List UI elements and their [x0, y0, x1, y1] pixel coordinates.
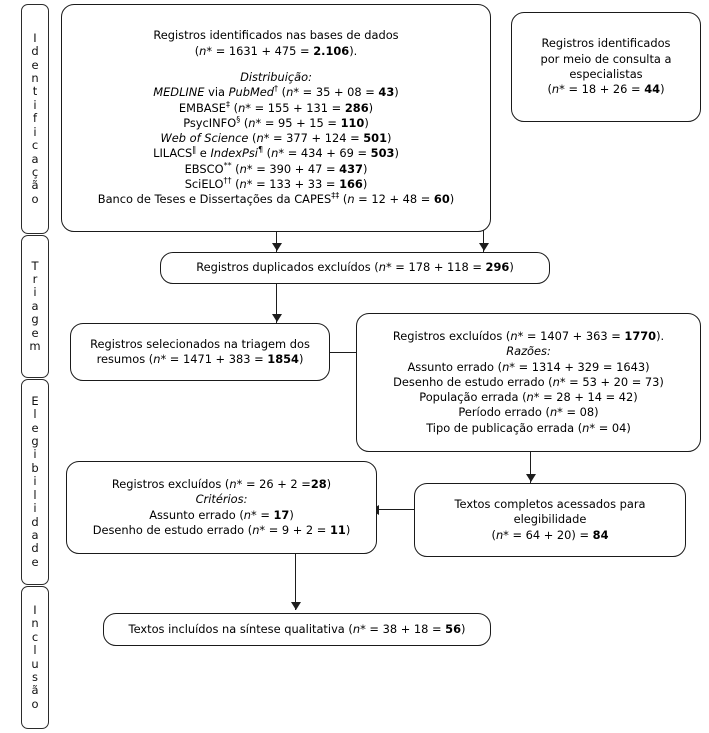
node-registros-identificados-especialistas: Registros identificados por meio de cons… — [511, 12, 701, 122]
stage-label-elegibilidade: E l e g i b i l i d a d e — [31, 393, 39, 569]
fulltext-line-2: elegibilidade — [513, 512, 587, 527]
node-registros-identificados-bases: Registros identificados nas bases de dad… — [61, 4, 491, 232]
stage-label-inclusao: I n c l u s ã o — [31, 602, 39, 711]
stage-label-triagem: T r i a g e m — [29, 258, 41, 354]
connector-screened-to-excluded — [330, 352, 364, 354]
experts-line-1: Registros identificados — [541, 36, 671, 51]
node-registros-selecionados-triagem: Registros selecionados na triagem dos re… — [70, 323, 330, 381]
connector-fulltext-to-excluded-elig — [377, 509, 417, 511]
connector-duplicates-to-screened — [276, 283, 278, 326]
node-registros-excluidos-triagem: Registros excluídos (n* = 1407 + 363 = 1… — [356, 313, 701, 452]
stage-box-elegibilidade: E l e g i b i l i d a d e — [21, 379, 49, 585]
arrowhead-databases-to-duplicates — [272, 243, 282, 251]
connector-databases-to-duplicates — [276, 231, 278, 254]
node-registros-duplicados-excluidos: Registros duplicados excluídos (n* = 178… — [160, 252, 550, 284]
excluded-eligibility-subheading: Critérios: — [195, 492, 248, 507]
arrowhead-experts-to-duplicates — [479, 243, 489, 251]
experts-line-2: por meio de consulta a — [540, 51, 672, 66]
connector-eligibility-to-included — [295, 554, 297, 610]
stage-box-triagem: T r i a g e m — [21, 235, 49, 378]
arrowhead-excluded-to-fulltext — [526, 474, 536, 482]
node-textos-completos-elegibilidade: Textos completos acessados para elegibil… — [414, 483, 686, 557]
excluded-screening-subheading: Razões: — [506, 344, 551, 359]
connector-excluded-to-fulltext — [530, 452, 532, 484]
stage-sidebar: I d e n t i f i c a ç ã o T r i a g e m … — [21, 4, 49, 729]
arrowhead-eligibility-to-included — [291, 602, 301, 610]
stage-label-identificacao: I d e n t i f i c a ç ã o — [31, 30, 39, 206]
experts-line-3: especialistas — [569, 67, 643, 81]
node-registros-excluidos-elegibilidade: Registros excluídos (n* = 26 + 2 =28) Cr… — [66, 461, 377, 554]
fulltext-line-1: Textos completos acessados para — [454, 497, 646, 512]
arrowhead-duplicates-to-screened — [272, 314, 282, 322]
stage-box-identificacao: I d e n t i f i c a ç ã o — [21, 4, 49, 234]
node-textos-incluidos-sintese: Textos incluídos na síntese qualitativa … — [103, 613, 491, 646]
databases-subheading: Distribuição: — [240, 69, 312, 84]
stage-box-inclusao: I n c l u s ã o — [21, 586, 49, 729]
screened-line-1: Registros selecionados na triagem dos — [90, 336, 310, 351]
databases-heading: Registros identificados nas bases de dad… — [153, 28, 399, 43]
